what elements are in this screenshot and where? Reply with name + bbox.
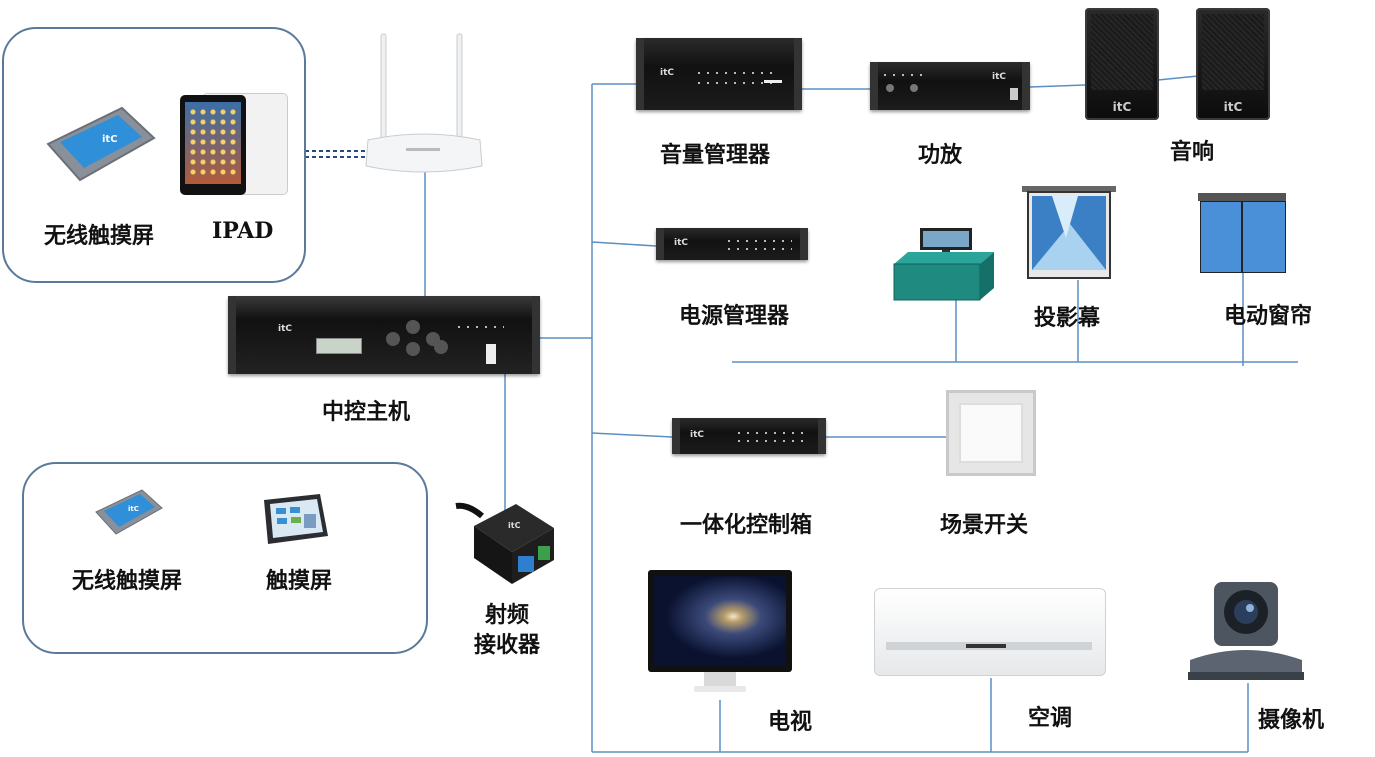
touch-screen-icon <box>262 492 332 548</box>
air-conditioner-label: 空调 <box>1028 705 1073 731</box>
wireless-touch-panel-icon: itC <box>44 102 156 182</box>
ipad-icon <box>180 93 288 195</box>
central-host-label: 中控主机 <box>322 399 411 425</box>
svg-text:itC: itC <box>102 134 118 145</box>
integrated-control-box-label: 一体化控制箱 <box>680 512 813 538</box>
integrated-control-box-icon: itC <box>672 418 826 454</box>
camera-icon <box>1184 576 1308 684</box>
ipad-label: IPAD <box>212 218 274 244</box>
touch-panel-group <box>22 462 428 654</box>
wireless-touch-label-top: 无线触摸屏 <box>44 223 155 249</box>
rf-receiver-icon: itC <box>452 500 558 586</box>
podium-icon <box>892 226 996 302</box>
wireless-touch-panel-icon-small: itC <box>94 486 164 536</box>
rf-receiver-label-line1: 射频 <box>485 602 530 628</box>
volume-manager-label: 音量管理器 <box>660 142 771 168</box>
speaker-left-icon: itC <box>1085 8 1159 120</box>
wireless-touch-label-bottom: 无线触摸屏 <box>72 568 183 594</box>
amplifier-icon: itC <box>870 62 1030 110</box>
electric-curtain-icon <box>1198 193 1288 273</box>
router-icon <box>360 32 488 178</box>
speaker-label: 音响 <box>1170 139 1215 165</box>
rf-receiver-label: 射频 接收器 <box>474 600 540 660</box>
electric-curtain-label: 电动窗帘 <box>1224 303 1313 329</box>
power-manager-icon: itC <box>656 228 808 260</box>
speaker-right-icon: itC <box>1196 8 1270 120</box>
scene-switch-icon <box>946 390 1036 476</box>
amplifier-label: 功放 <box>918 142 963 168</box>
projector-screen-label: 投影幕 <box>1034 305 1101 331</box>
tv-label: 电视 <box>768 709 813 735</box>
rf-receiver-label-line2: 接收器 <box>474 632 541 658</box>
power-manager-label: 电源管理器 <box>679 303 790 329</box>
scene-switch-label: 场景开关 <box>940 512 1029 538</box>
tv-icon <box>648 570 794 698</box>
central-host-icon: itC <box>228 296 540 374</box>
svg-text:itC: itC <box>128 505 139 513</box>
camera-label: 摄像机 <box>1258 707 1325 733</box>
projector-screen-icon <box>1022 184 1118 280</box>
svg-text:itC: itC <box>508 521 521 530</box>
touch-screen-label: 触摸屏 <box>266 568 333 594</box>
air-conditioner-icon <box>874 588 1106 676</box>
volume-manager-icon: itC <box>636 38 802 110</box>
